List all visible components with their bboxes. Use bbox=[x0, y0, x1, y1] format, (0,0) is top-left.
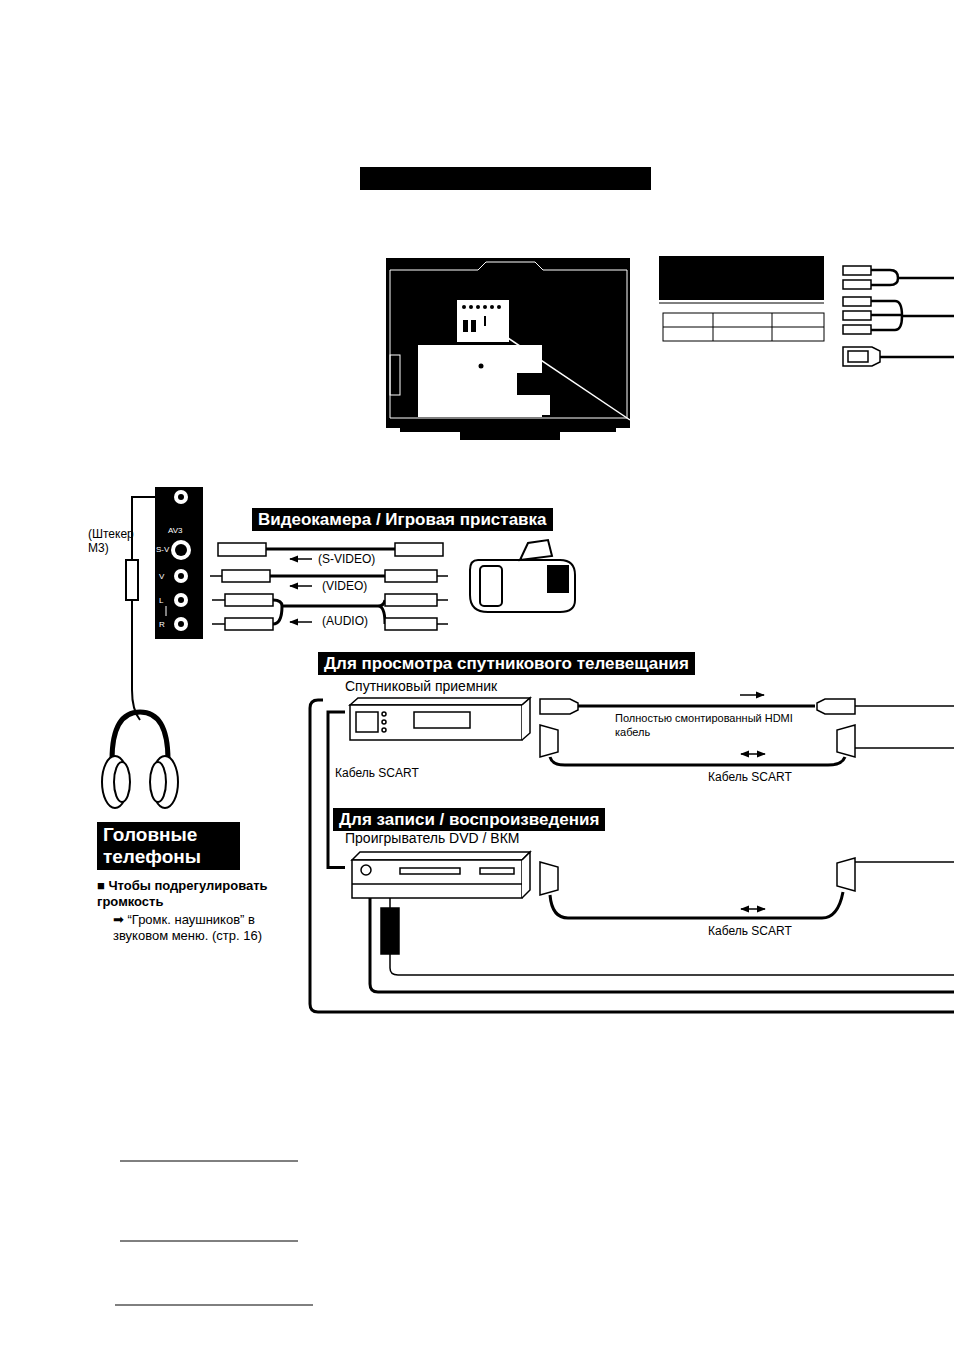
jack-label: V bbox=[159, 572, 164, 581]
jack-label: R bbox=[159, 620, 165, 629]
device-caption: Проигрыватель DVD / ВКМ bbox=[345, 830, 535, 847]
cable-name: Полностью смонтированный HDMI кабель bbox=[615, 711, 800, 739]
signal-name: (AUDIO) bbox=[322, 614, 368, 628]
av-cables bbox=[210, 543, 448, 630]
signal-name: (VIDEO) bbox=[322, 579, 367, 593]
heading-bar bbox=[360, 167, 651, 190]
device-box: Спутниковый приемник bbox=[345, 678, 535, 746]
key-table bbox=[659, 256, 824, 341]
cable-name: Кабель SCART bbox=[708, 924, 792, 938]
note-text: ■ Чтобы подрегулировать громкость bbox=[97, 878, 277, 910]
jack-label: L bbox=[159, 596, 163, 605]
jack-label: S-V bbox=[156, 545, 169, 554]
section-heading: Головные телефоны bbox=[97, 822, 240, 870]
satellite-receiver bbox=[350, 698, 530, 740]
note-rules bbox=[115, 1161, 313, 1305]
heading-text: Видеокамера / Игровая приставка bbox=[258, 509, 547, 530]
plug-icons bbox=[843, 266, 954, 366]
dvd-player bbox=[352, 852, 530, 898]
cable-name: Кабель SCART bbox=[333, 766, 421, 780]
section-heading: Видеокамера / Игровая приставка bbox=[252, 508, 553, 531]
heading-text: Головные телефоны bbox=[103, 824, 234, 868]
device-caption: Спутниковый приемник bbox=[345, 678, 535, 695]
note-text: ➡ “Громк. наушников” в звуковом меню. (с… bbox=[113, 912, 273, 944]
side-panel bbox=[155, 487, 203, 639]
jack-label: AV3 bbox=[168, 526, 183, 535]
section-heading: Для просмотра спутникового телевещания bbox=[318, 652, 695, 675]
signal-name: (S-VIDEO) bbox=[318, 552, 375, 566]
section-heading: Для записи / воспроизведения bbox=[333, 808, 605, 831]
heading-text: Для просмотра спутникового телевещания bbox=[324, 653, 689, 674]
tv-rear bbox=[386, 258, 630, 440]
device-box: Проигрыватель DVD / ВКМ bbox=[345, 830, 535, 905]
heading-text: Для записи / воспроизведения bbox=[339, 809, 599, 830]
cable-name: Кабель SCART bbox=[708, 770, 792, 784]
cable-connector bbox=[328, 712, 345, 868]
plug-note: (Штекер M3) bbox=[88, 527, 136, 555]
camcorder bbox=[470, 540, 575, 612]
tv-cables bbox=[310, 695, 954, 1012]
headphones bbox=[102, 497, 178, 808]
